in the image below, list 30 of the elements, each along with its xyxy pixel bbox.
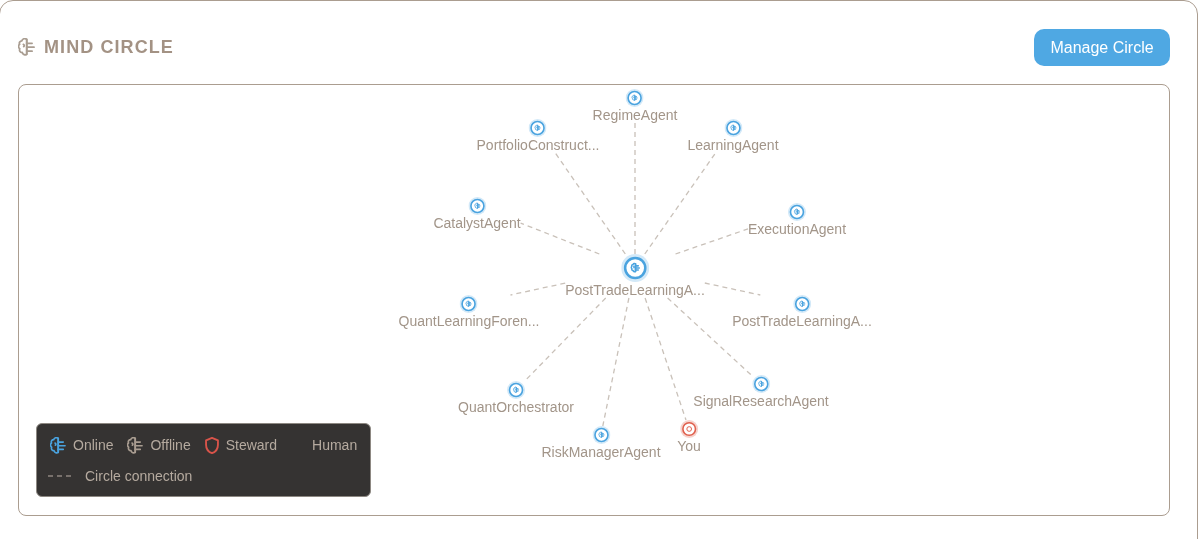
connector-line (519, 222, 600, 255)
agent-name: ExecutionAgent (747, 221, 847, 237)
agent-name: LearningAgent (687, 137, 779, 153)
agent-name: PortfolioConstruct... (476, 137, 600, 153)
agent-name: QuantOrchestrator (458, 399, 574, 415)
agent-name: RegimeAgent (592, 107, 678, 123)
legend-label: Online (73, 436, 114, 454)
legend-label: Circle connection (85, 467, 193, 485)
agent-name: QuantLearningForen... (398, 313, 540, 329)
legend-label: Offline (150, 436, 191, 454)
connector-line (602, 297, 630, 427)
agent-name: PostTradeLearningA... (565, 282, 705, 298)
connector-line (554, 152, 626, 255)
connector-line (644, 152, 717, 255)
connector-line (509, 282, 566, 296)
connector-line (674, 228, 749, 255)
agent-name: SignalResearchAgent (693, 393, 829, 409)
connector-line (704, 282, 761, 296)
connector-line (634, 122, 636, 255)
connector-line (524, 297, 607, 382)
agent-name: RiskManagerAgent (541, 444, 661, 460)
agent-name: CatalystAgent (433, 215, 521, 231)
user-name: You (677, 438, 701, 454)
panel-title: MIND CIRCLE (44, 36, 174, 59)
legend-label: Steward (225, 436, 278, 454)
connector-line (666, 297, 752, 376)
connector-line (644, 297, 687, 421)
manage-circle-button: Manage Circle (1034, 29, 1170, 66)
legend-label: Human (312, 436, 358, 454)
agent-name: PostTradeLearningA... (732, 313, 872, 329)
